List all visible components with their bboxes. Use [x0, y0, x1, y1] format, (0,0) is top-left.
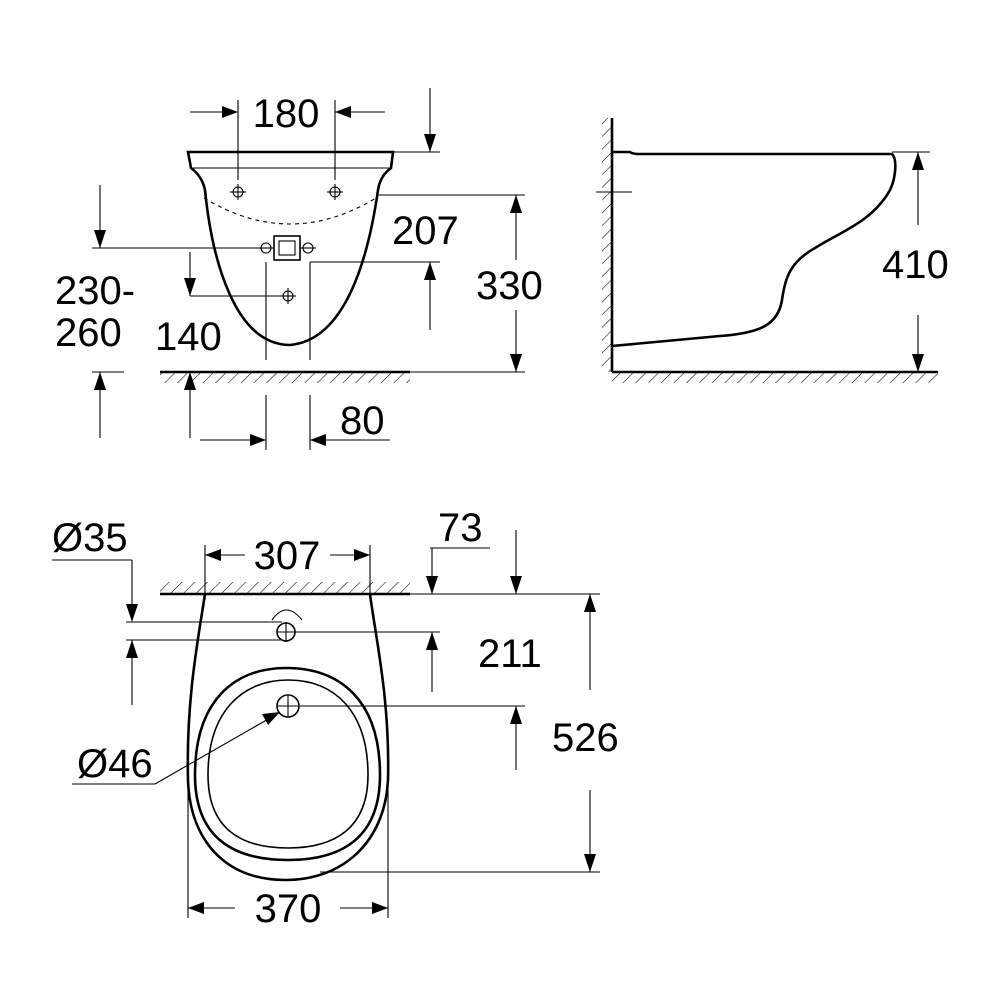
top-wall-hatch	[160, 582, 410, 594]
dim-410: 410	[882, 243, 949, 287]
front-fitting	[258, 235, 316, 261]
dim-260: 260	[55, 311, 122, 355]
top-bowl-opening	[207, 679, 369, 849]
front-floor-hatch	[160, 373, 410, 383]
dim-140: 140	[155, 315, 222, 359]
dim-73: 73	[438, 506, 483, 550]
front-view: 180 230- 260 140 207 330	[55, 88, 543, 450]
dim-307: 307	[254, 534, 321, 578]
side-floor-hatch	[612, 373, 938, 383]
side-bowl-profile	[611, 150, 897, 348]
dim-diameter-35: Ø35	[52, 516, 128, 560]
dim-80: 80	[340, 399, 385, 443]
front-inner-arc	[203, 197, 377, 225]
dim-180: 180	[253, 92, 320, 136]
dim-526: 526	[552, 716, 619, 760]
side-view: 410	[596, 118, 949, 383]
side-wall-hatch	[602, 118, 612, 372]
top-view: 307 Ø35 73 211 526 Ø46	[52, 506, 619, 931]
top-outlet-hole	[276, 694, 300, 718]
dim-diameter-46: Ø46	[77, 742, 153, 786]
dim-207: 207	[392, 209, 459, 253]
dim-230: 230-	[55, 269, 135, 313]
front-top-hole-left	[230, 184, 246, 200]
dim-211: 211	[478, 632, 542, 676]
dim-330: 330	[476, 264, 543, 308]
top-outer-outline	[186, 593, 390, 882]
top-inner-oval	[193, 666, 382, 862]
front-top-hole-right	[327, 184, 343, 200]
front-bowl-outline	[186, 150, 395, 347]
dim-370: 370	[255, 887, 322, 931]
